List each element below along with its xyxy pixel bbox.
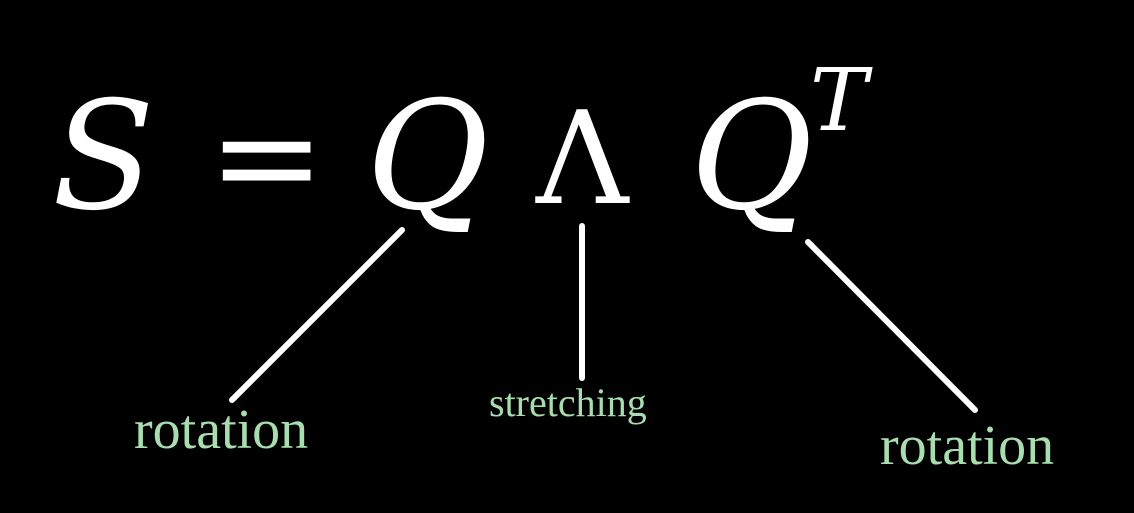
label-stretching: stretching: [489, 380, 647, 425]
symbol-q: Q: [366, 70, 489, 244]
symbol-s: S: [52, 70, 155, 244]
connector-right: [805, 239, 978, 413]
equals-sign: =: [208, 76, 326, 239]
connector-left: [229, 227, 405, 403]
label-rotation-right: rotation: [880, 415, 1055, 477]
symbol-lambda: Λ: [536, 85, 629, 234]
transpose-superscript: T: [810, 51, 868, 151]
symbol-q-transpose: Q: [690, 70, 813, 244]
label-rotation-left: rotation: [134, 399, 309, 461]
